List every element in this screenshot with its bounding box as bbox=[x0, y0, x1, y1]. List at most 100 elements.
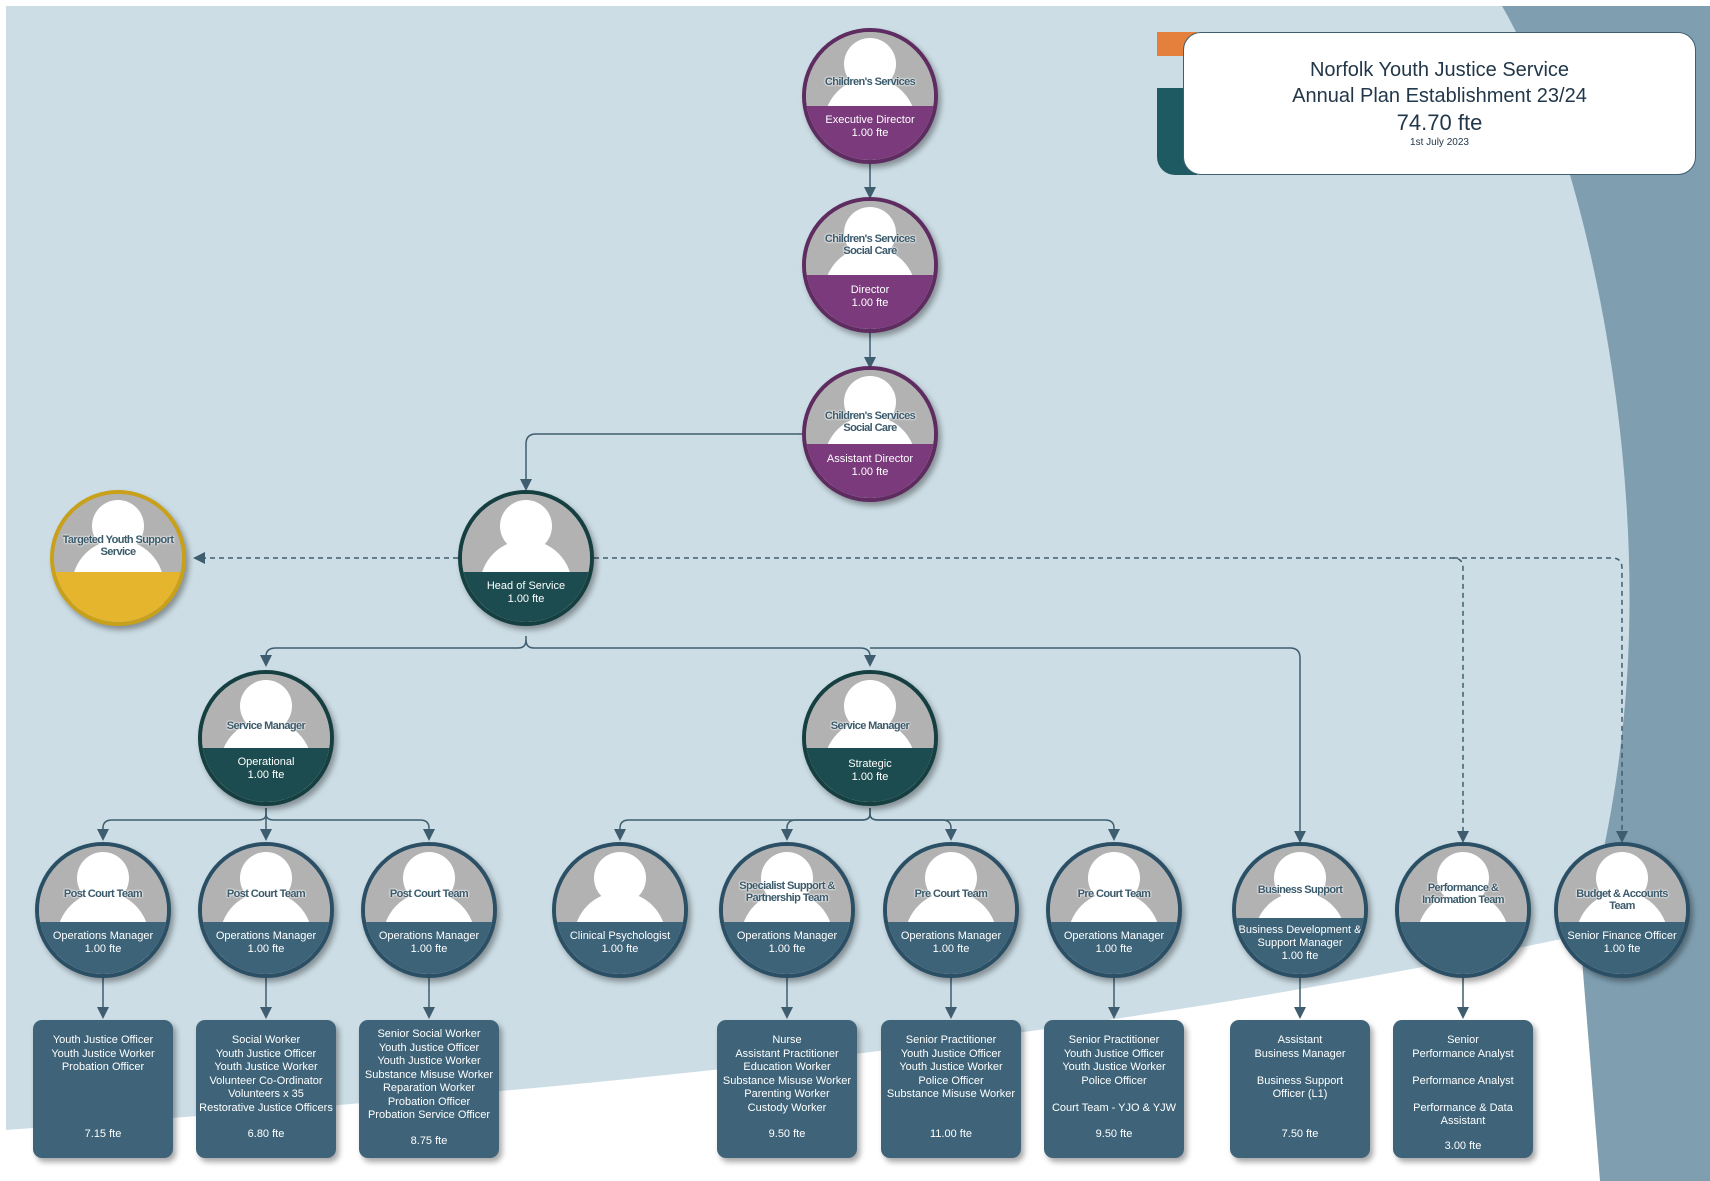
staff-role: Assistant bbox=[1440, 1115, 1486, 1127]
node-label: Pre Court Team bbox=[1077, 888, 1151, 900]
staff-role: Assistant bbox=[1277, 1034, 1323, 1046]
connector-str-to-pre1 bbox=[869, 808, 957, 841]
node-label: Performance & Information Team bbox=[1422, 882, 1504, 906]
staff-role: Court Team - YJO & YJW bbox=[1051, 1101, 1177, 1114]
staff-box-business-support: Assistant Business Manager Business Supp… bbox=[1230, 1020, 1370, 1158]
node-social-care-assistant: Children's Services Social Care Assistan… bbox=[802, 366, 938, 502]
node-band bbox=[1399, 922, 1527, 974]
staff-fte: 9.50 fte bbox=[768, 1128, 806, 1140]
staff-role: Youth Justice Worker bbox=[51, 1047, 155, 1060]
node-role: Operations Manager bbox=[378, 930, 480, 942]
node-fte: 1.00 fte bbox=[84, 943, 122, 955]
connector-str-to-specialist bbox=[781, 813, 871, 841]
node-fte: 1.00 fte bbox=[851, 297, 889, 309]
node-specialist-support-team: Specialist Support & Partnership Team Op… bbox=[719, 842, 855, 978]
staff-role: Social Worker bbox=[231, 1034, 301, 1046]
node-band: Strategic 1.00 fte bbox=[806, 748, 934, 802]
node-fte: 1.00 fte bbox=[247, 943, 285, 955]
connector-head-to-business bbox=[870, 647, 1306, 843]
node-band: Director 1.00 fte bbox=[806, 275, 934, 329]
node-label: Children's Services bbox=[824, 76, 916, 88]
title-fte-total: 74.70 fte bbox=[1396, 110, 1483, 135]
node-head-of-service: Head of Service 1.00 fte bbox=[458, 490, 594, 626]
staff-box-pre-court-1: Senior Practitioner Youth Justice Office… bbox=[881, 1020, 1021, 1158]
staff-role bbox=[1393, 1061, 1533, 1075]
node-fte: 1.00 fte bbox=[851, 466, 889, 478]
node-fte: 1.00 fte bbox=[247, 769, 285, 781]
staff-box-post-court-1: Youth Justice Officer Youth Justice Work… bbox=[33, 1020, 173, 1158]
staff-role: Restorative Justice Officers bbox=[199, 1101, 333, 1114]
staff-role: Youth Justice Officer bbox=[378, 1041, 480, 1054]
node-role: Director bbox=[850, 284, 890, 296]
node-band: Clinical Psychologist 1.00 fte bbox=[556, 922, 684, 974]
node-clinical-psychologist: Clinical Psychologist 1.00 fte bbox=[552, 842, 688, 978]
node-fte: 1.00 fte bbox=[851, 127, 889, 139]
node-band: Senior Finance Officer 1.00 fte bbox=[1558, 922, 1686, 974]
staff-role: Performance & Data bbox=[1413, 1101, 1513, 1114]
staff-role: Youth Justice Worker bbox=[1062, 1061, 1166, 1073]
connector-str-to-pre2 bbox=[869, 813, 1120, 841]
node-band: Business Development & Support Manager 1… bbox=[1236, 918, 1364, 974]
node-service-manager-strategic: Service Manager Strategic 1.00 fte bbox=[802, 670, 938, 806]
staff-fte: 7.50 fte bbox=[1281, 1128, 1319, 1140]
node-band: Executive Director 1.00 fte bbox=[806, 106, 934, 160]
node-social-care-director: Children's Services Social Care Director… bbox=[802, 197, 938, 333]
staff-role: Youth Justice Officer bbox=[900, 1047, 1002, 1060]
staff-role: Reparation Worker bbox=[382, 1082, 476, 1094]
node-band: Operations Manager 1.00 fte bbox=[202, 922, 330, 974]
node-band: Operations Manager 1.00 fte bbox=[39, 922, 167, 974]
node-fte: 1.00 fte bbox=[1095, 943, 1133, 955]
title-organisation: Norfolk Youth Justice Service bbox=[1309, 59, 1570, 81]
node-performance-information-team: Performance & Information Team bbox=[1395, 842, 1531, 978]
title-plan: Annual Plan Establishment 23/24 bbox=[1292, 85, 1587, 107]
node-role: Operational bbox=[237, 756, 295, 768]
node-pre-court-team-2: Pre Court Team Operations Manager 1.00 f… bbox=[1046, 842, 1182, 978]
staff-role: Custody Worker bbox=[747, 1101, 827, 1114]
staff-role: Senior Practitioner bbox=[1068, 1034, 1160, 1046]
node-role: Operations Manager bbox=[52, 930, 154, 942]
staff-role bbox=[1044, 1088, 1184, 1102]
staff-role: Police Officer bbox=[1081, 1074, 1147, 1087]
staff-role bbox=[1393, 1088, 1533, 1102]
node-label: Pre Court Team bbox=[914, 888, 988, 900]
staff-role: Substance Misuse Worker bbox=[364, 1068, 494, 1081]
connector-head-to-performance bbox=[594, 557, 1469, 843]
node-role: Operations Manager bbox=[900, 930, 1002, 942]
staff-role: Youth Justice Officer bbox=[52, 1034, 154, 1046]
staff-box-post-court-2: Social Worker Youth Justice Officer Yout… bbox=[196, 1020, 336, 1158]
staff-role: Probation Officer bbox=[387, 1095, 471, 1108]
node-band: Operations Manager 1.00 fte bbox=[365, 922, 493, 974]
node-pre-court-team-1: Pre Court Team Operations Manager 1.00 f… bbox=[883, 842, 1019, 978]
node-fte: 1.00 fte bbox=[932, 943, 970, 955]
staff-role: Parenting Worker bbox=[744, 1088, 830, 1100]
node-role: Clinical Psychologist bbox=[569, 930, 671, 942]
node-label: Children's Services Social Care bbox=[824, 233, 916, 257]
node-role: Strategic bbox=[848, 758, 892, 770]
staff-role: Youth Justice Worker bbox=[214, 1061, 318, 1073]
staff-role: Youth Justice Officer bbox=[215, 1047, 317, 1060]
node-post-court-team-1: Post Court Team Operations Manager 1.00 … bbox=[35, 842, 171, 978]
node-childrens-services: Children's Services Executive Director 1… bbox=[802, 28, 938, 164]
node-fte: 1.00 fte bbox=[1281, 950, 1319, 962]
staff-role: Substance Misuse Worker bbox=[886, 1088, 1016, 1100]
node-label: Targeted Youth Support Service bbox=[62, 534, 174, 558]
connector-op-to-post3 bbox=[265, 813, 435, 841]
staff-role: Officer (L1) bbox=[1272, 1088, 1328, 1100]
node-label: Post Court Team bbox=[63, 888, 143, 900]
node-post-court-team-2: Post Court Team Operations Manager 1.00 … bbox=[198, 842, 334, 978]
staff-box-performance-information: Senior Performance Analyst Performance A… bbox=[1393, 1020, 1533, 1158]
staff-fte: 8.75 fte bbox=[410, 1135, 448, 1147]
node-post-court-team-3: Post Court Team Operations Manager 1.00 … bbox=[361, 842, 497, 978]
node-label: Specialist Support & Partnership Team bbox=[739, 880, 835, 904]
staff-box-specialist-support: Nurse Assistant Practitioner Education W… bbox=[717, 1020, 857, 1158]
staff-role: Youth Justice Worker bbox=[899, 1061, 1003, 1073]
staff-fte: 9.50 fte bbox=[1095, 1128, 1133, 1140]
node-role: Operations Manager bbox=[1063, 930, 1165, 942]
staff-box-post-court-3: Senior Social Worker Youth Justice Offic… bbox=[359, 1020, 499, 1158]
node-label: Business Support bbox=[1257, 884, 1343, 896]
node-fte: 1.00 fte bbox=[768, 943, 806, 955]
node-role: Head of Service bbox=[486, 580, 566, 592]
node-band: Head of Service 1.00 fte bbox=[462, 572, 590, 622]
